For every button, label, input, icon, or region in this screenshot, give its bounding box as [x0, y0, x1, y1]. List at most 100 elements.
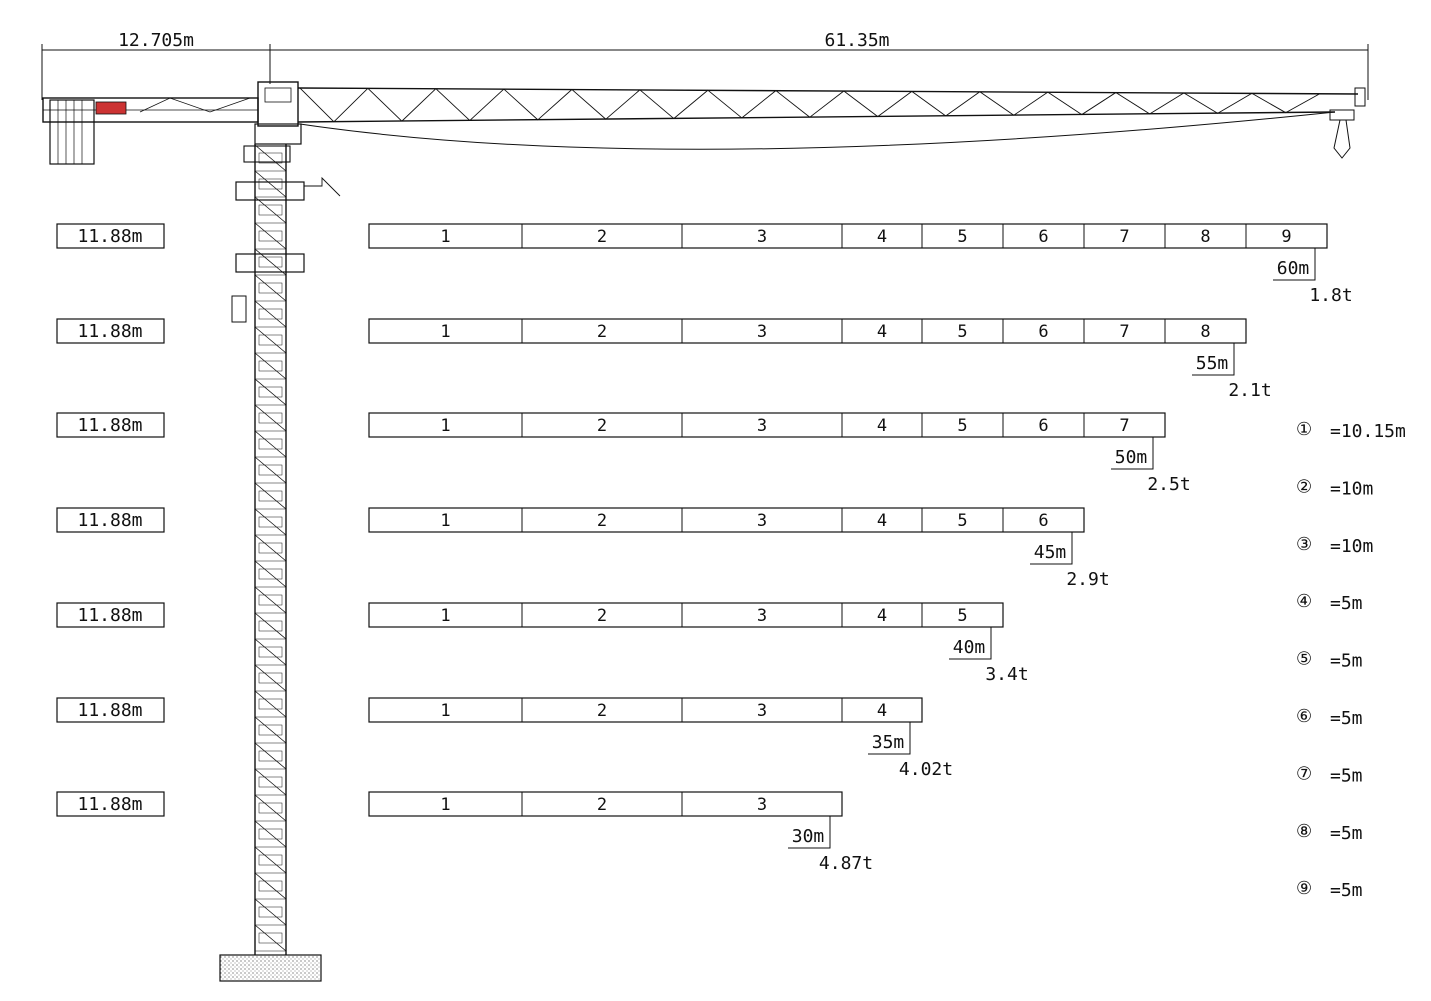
segment-number: 1 [440, 795, 450, 815]
segment-number: 2 [597, 227, 607, 247]
legend-item: ① =10.15m [1296, 419, 1406, 442]
counterjib-box [56, 507, 165, 533]
segment-number: 2 [597, 416, 607, 436]
legend-item: ⑥=5m [1296, 706, 1363, 729]
segment-number: 8 [1200, 227, 1210, 247]
counterjib-length-label: 12.705m [118, 30, 194, 51]
counterjib-box [56, 791, 165, 817]
mast-lacing [254, 144, 287, 952]
segment-number: 9 [1281, 227, 1291, 247]
counterjib-box [56, 697, 165, 723]
counterjib-label: 11.88m [77, 794, 142, 815]
segment-number: 5 [957, 416, 967, 436]
segment-number: 7 [1119, 416, 1129, 436]
segment-number: 6 [1038, 416, 1048, 436]
radius-leader [1030, 532, 1073, 565]
segment-number: 3 [757, 701, 767, 721]
legend-item: ② =10m [1296, 476, 1373, 499]
segment-number: 3 [757, 606, 767, 626]
legend-value: =5m [1330, 880, 1363, 901]
counterjib-box [56, 223, 165, 249]
segment-number: 3 [757, 795, 767, 815]
legend-symbol: ① [1296, 419, 1312, 440]
segment-number: 6 [1038, 322, 1048, 342]
hoist-winch [95, 101, 127, 115]
segment-number: 5 [957, 227, 967, 247]
jib-bar [368, 412, 1166, 438]
counterjib-box [56, 318, 165, 344]
segment-number: 1 [440, 416, 450, 436]
segment-number: 4 [877, 416, 887, 436]
radius-leader [949, 627, 992, 660]
jib-bar [368, 697, 923, 723]
legend-value: =5m [1330, 651, 1363, 672]
load-label: 4.02t [899, 759, 953, 780]
radius-label: 40m [953, 637, 986, 658]
radius-label: 35m [872, 732, 905, 753]
legend-value: =5m [1330, 823, 1363, 844]
segment-number: 7 [1119, 322, 1129, 342]
segment-number: 1 [440, 511, 450, 531]
segment-number: 1 [440, 701, 450, 721]
jib-lacing [299, 87, 1321, 123]
jib-bar [368, 318, 1247, 344]
tower-mast [231, 144, 341, 955]
segment-number: 5 [957, 322, 967, 342]
counterweight-block [49, 99, 95, 165]
counterjib-box [56, 412, 165, 438]
jib-bar [368, 223, 1328, 249]
legend-symbol: ④ [1296, 591, 1312, 612]
counterjib-label: 11.88m [77, 510, 142, 531]
segment-number: 1 [440, 322, 450, 342]
counterjib-box [56, 602, 165, 628]
legend-value: =5m [1330, 765, 1363, 786]
legend-item: ⑦=5m [1296, 763, 1363, 786]
legend-symbol: ⑧ [1296, 821, 1312, 842]
segment-number: 2 [597, 701, 607, 721]
load-label: 2.1t [1228, 380, 1271, 401]
counterjib-label: 11.88m [77, 226, 142, 247]
legend-value: =5m [1330, 593, 1363, 614]
radius-label: 30m [792, 826, 825, 847]
legend-value: =10.15m [1330, 421, 1406, 442]
radius-label: 55m [1196, 353, 1229, 374]
segment-number: 1 [440, 227, 450, 247]
radius-label: 45m [1034, 542, 1067, 563]
segment-number: 5 [957, 511, 967, 531]
segment-number: 4 [877, 701, 887, 721]
load-label: 1.8t [1309, 285, 1352, 306]
segment-number: 3 [757, 322, 767, 342]
legend-symbol: ② [1296, 476, 1312, 497]
segment-number: 2 [597, 322, 607, 342]
segment-legend: ①=10.15m②=10m③=10m④=5m⑤=5m⑥=5m⑦=5m⑧=5m⑨=… [1296, 419, 1406, 901]
legend-item: ③=10m [1296, 534, 1373, 557]
load-label: 2.9t [1066, 569, 1109, 590]
segment-number: 4 [877, 606, 887, 626]
legend-symbol: ⑤ [1296, 649, 1312, 670]
radius-label: 60m [1277, 258, 1310, 279]
jib [297, 87, 1366, 159]
segment-number: 8 [1200, 322, 1210, 342]
radius-leader [1273, 248, 1316, 281]
legend-value: =10m [1330, 478, 1373, 499]
legend-value: =5m [1330, 708, 1363, 729]
segment-number: 4 [877, 511, 887, 531]
legend-symbol: ③ [1296, 534, 1312, 555]
jib-length-label: 61.35m [824, 30, 889, 51]
jib-bar [368, 602, 1004, 628]
top-dimension: 12.705m 61.35m [41, 30, 1369, 100]
segment-number: 6 [1038, 511, 1048, 531]
segment-number: 6 [1038, 227, 1048, 247]
segment-number: 3 [757, 511, 767, 531]
load-label: 4.87t [819, 853, 873, 874]
legend-item: ⑧ =5m [1296, 821, 1363, 844]
climbing-frame [235, 181, 305, 201]
tower-head [254, 81, 302, 145]
jib-bar [368, 791, 843, 817]
